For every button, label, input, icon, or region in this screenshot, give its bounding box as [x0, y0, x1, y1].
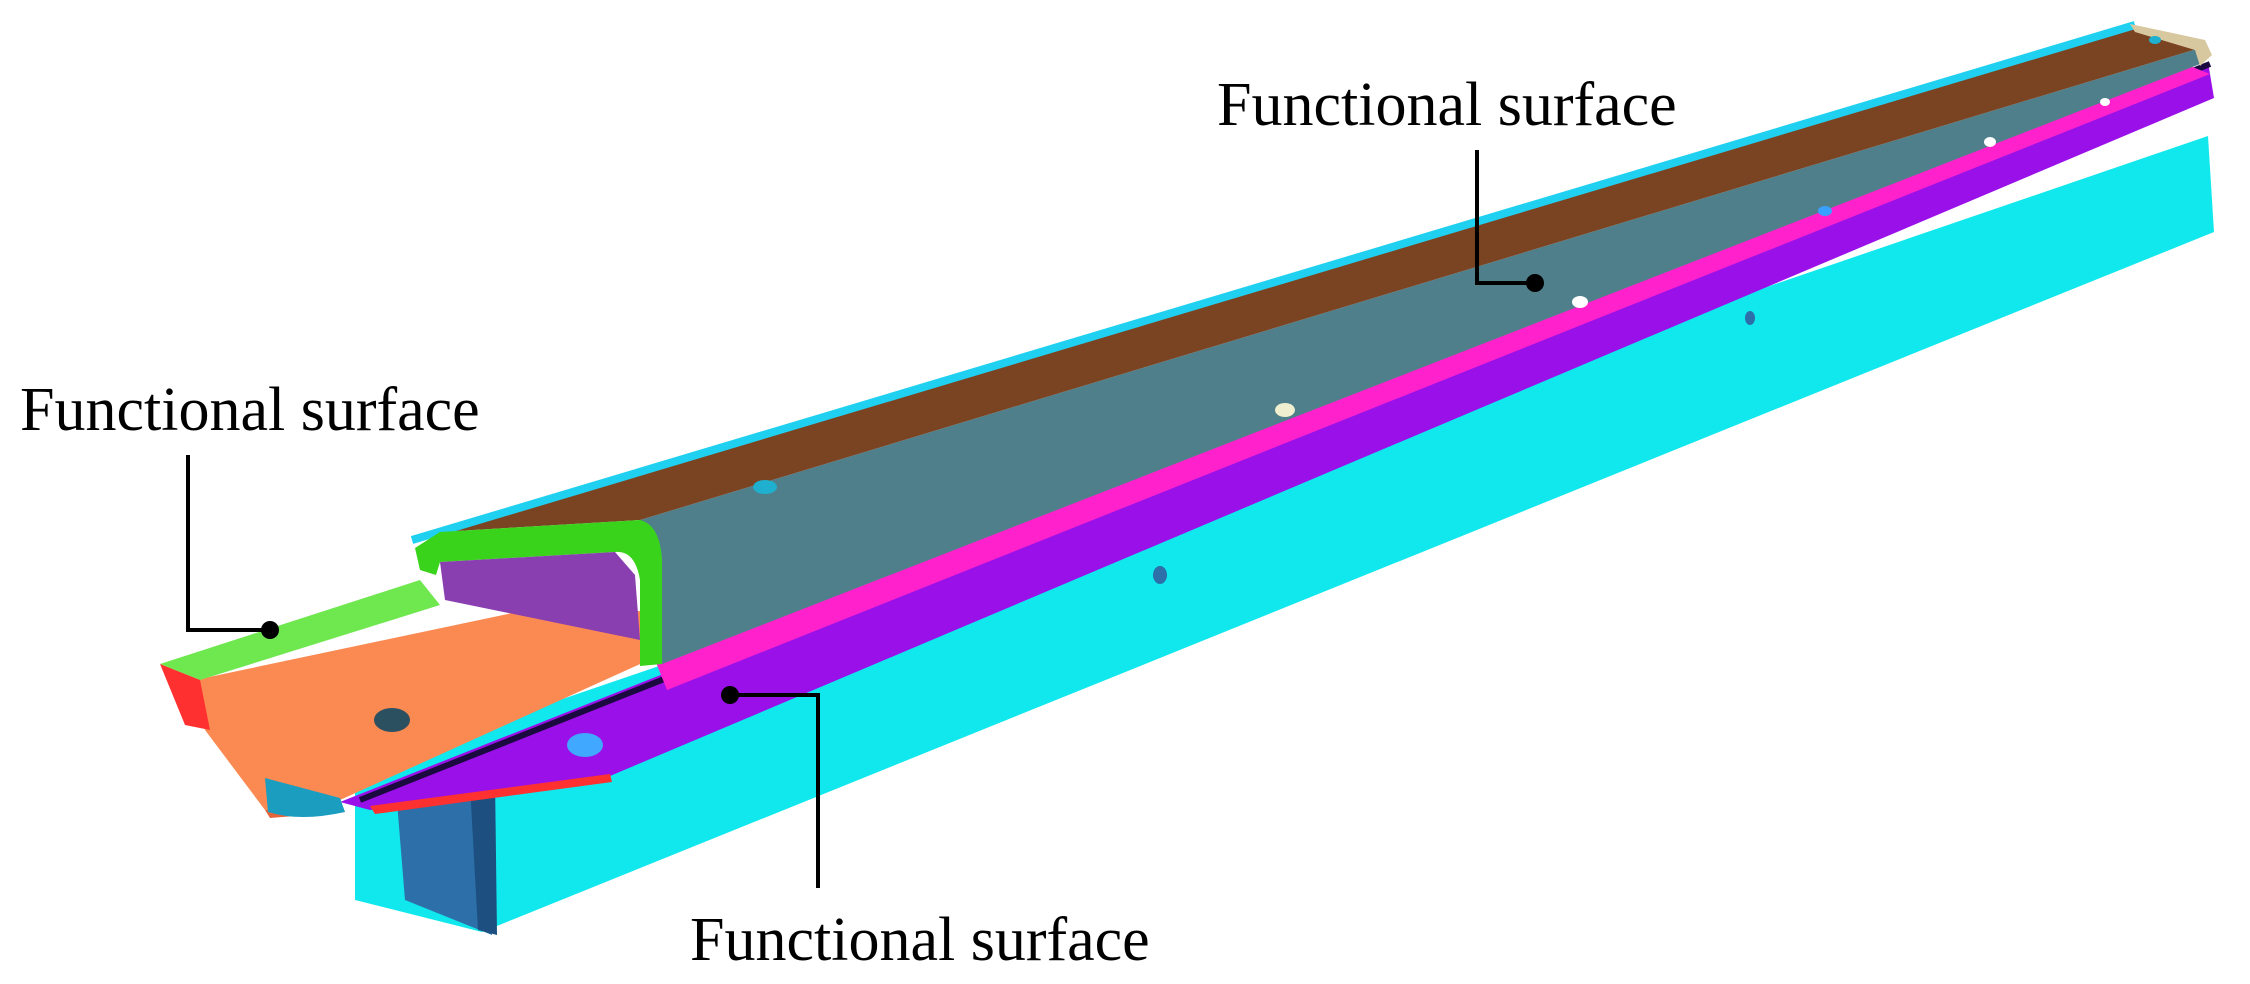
bracket-hole — [374, 708, 410, 732]
strip-hole-2 — [1572, 296, 1588, 308]
strip-hole-3 — [1818, 206, 1832, 216]
strip-hole-4 — [1984, 137, 1996, 147]
bracket-curl-face — [265, 778, 345, 817]
callout-bottom-label: Functional surface — [690, 906, 1150, 974]
callout-top-dot — [1526, 274, 1544, 292]
strip-hole-1 — [1275, 403, 1295, 417]
clip-outline — [415, 520, 662, 666]
magenta-strip-face — [655, 66, 2210, 690]
base-end-face — [397, 770, 492, 935]
beam-part — [160, 21, 2214, 935]
base-shadow-face — [470, 778, 497, 935]
callout-bottom: Functional surface — [690, 686, 1150, 974]
callout-left-dot — [261, 621, 279, 639]
channel-side-face — [640, 48, 2200, 664]
callout-top-label: Functional surface — [1217, 71, 1677, 139]
flange-hole — [567, 733, 603, 757]
callout-left-label: Functional surface — [20, 376, 480, 444]
red-trim-flange — [370, 774, 612, 814]
red-trim-edge — [160, 664, 210, 730]
callout-left-leader — [186, 455, 270, 632]
callout-left: Functional surface — [20, 376, 480, 639]
web-hole — [1153, 566, 1167, 584]
channel-cyan-edge — [410, 21, 2137, 544]
clip-inner-face — [440, 552, 640, 640]
channel-top-face — [440, 25, 2205, 532]
green-tab-face — [160, 580, 440, 680]
callout-top: Functional surface — [1217, 71, 1677, 292]
channel-hole — [753, 480, 777, 494]
callout-bottom-leader — [730, 693, 820, 888]
channel-end-cap — [2130, 24, 2212, 66]
orange-bracket-face — [195, 604, 660, 810]
channel-hole-2 — [2149, 36, 2161, 44]
callout-top-leader — [1475, 150, 1535, 285]
web-hole-2 — [1745, 311, 1755, 325]
strip-hole-5 — [2100, 98, 2110, 106]
callout-bottom-dot — [721, 686, 739, 704]
